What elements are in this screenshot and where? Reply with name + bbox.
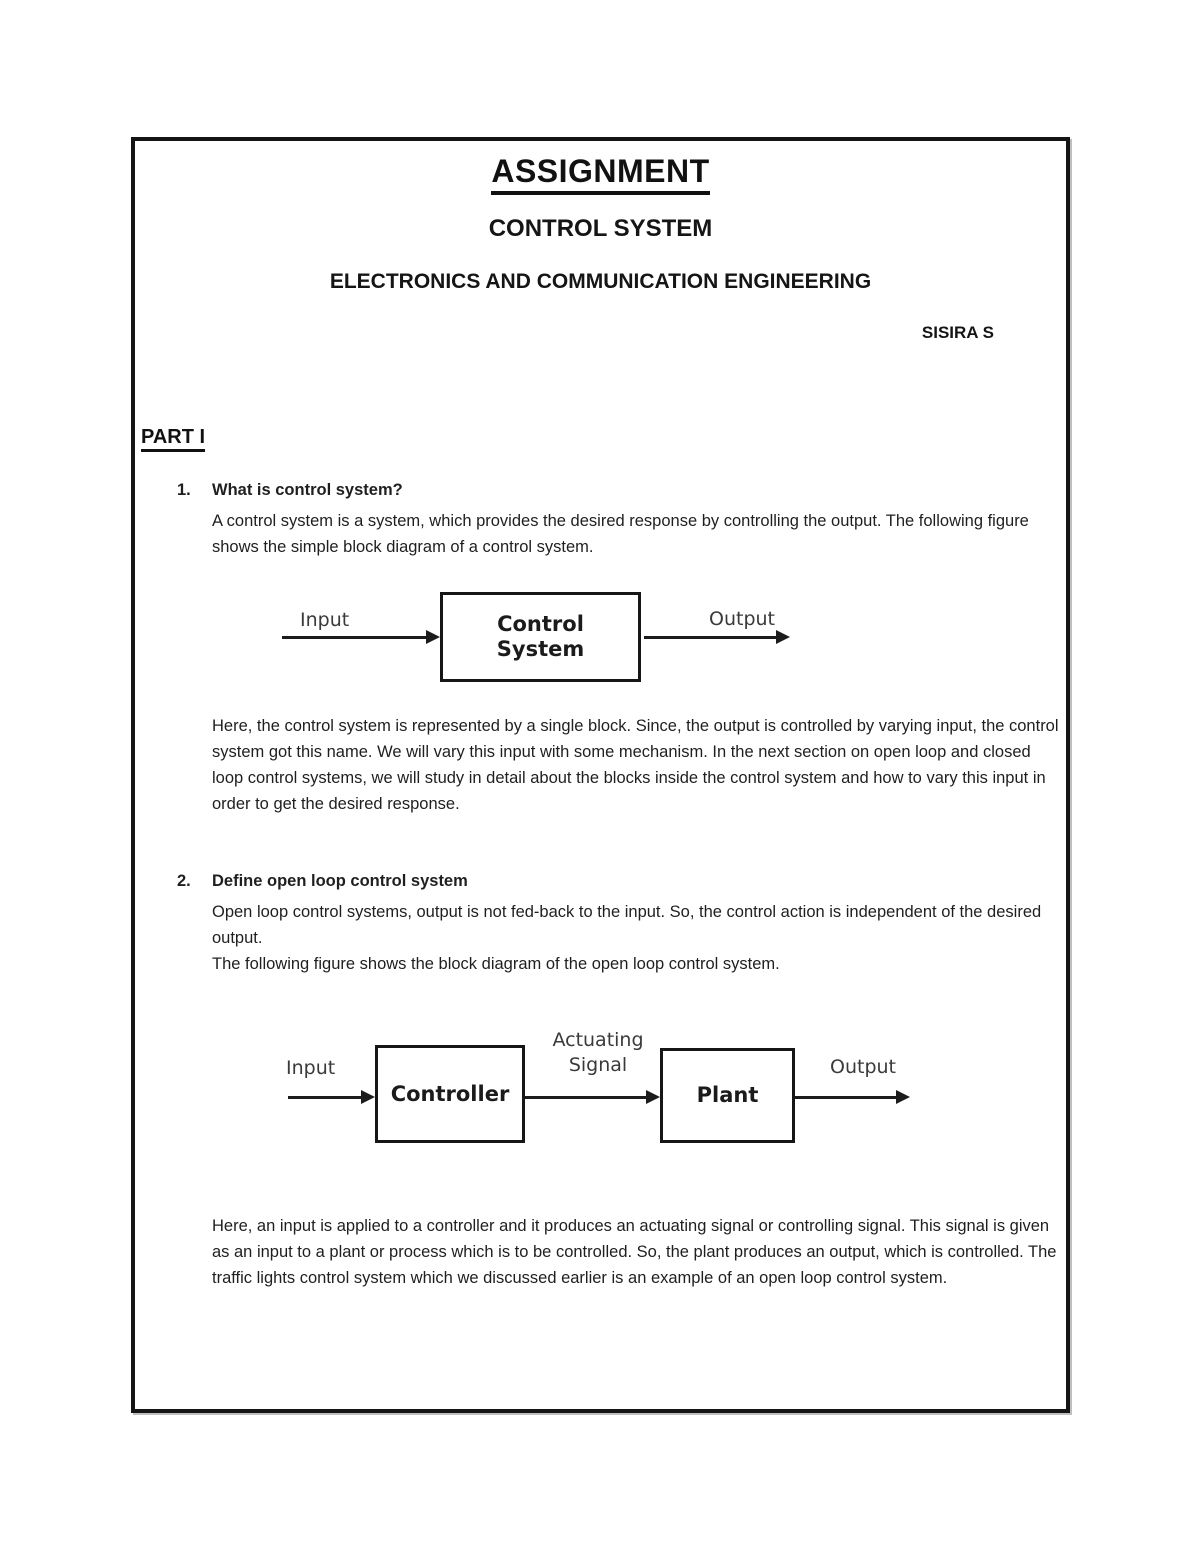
question-2-number: 2. [177,872,191,890]
actuating-signal-label: Actuating Signal [552,1029,644,1076]
question-2-intro-paragraph: Open loop control systems, output is not… [212,903,1042,947]
page-title-text: ASSIGNMENT [491,153,710,195]
diagram2-input-label: Input [286,1057,336,1079]
diagram2-output-label: Output [830,1056,896,1078]
diagram2-input-arrow [288,1090,375,1104]
plant-block: Plant [660,1048,795,1143]
diagram1-input-label: Input [300,609,350,631]
diagram1-output-arrow [644,630,790,644]
diagram2-output-arrow [795,1090,910,1104]
question-2-title: Define open loop control system [212,872,468,890]
question-2-figure-caption: The following figure shows the block dia… [212,955,780,973]
diagram1-input-arrow [282,630,440,644]
control-system-block-label: Control System [496,612,585,661]
section-heading: PART I [141,426,206,452]
course-title: CONTROL SYSTEM [488,215,713,242]
question-1-number: 1. [177,481,191,499]
diagram1-output-label: Output [709,608,775,630]
question-2-explanation-paragraph: Here, an input is applied to a controlle… [212,1217,1057,1287]
open-loop-block-diagram: Input Controller Actuating Signal Plant … [212,1025,1062,1160]
department-title: ELECTRONICS AND COMMUNICATION ENGINEERIN… [329,270,872,293]
diagram2-actuating-arrow [525,1090,660,1104]
page-title: ASSIGNMENT [135,153,1066,195]
control-system-block: Control System [440,592,641,682]
question-1-explanation-paragraph: Here, the control system is represented … [212,717,1059,813]
question-1-title: What is control system? [212,481,403,499]
author-name: SISIRA S [921,323,994,342]
question-1-intro-paragraph: A control system is a system, which prov… [212,512,1029,556]
section-heading-text: PART I [141,426,206,452]
simple-block-diagram: Input Control System Output [212,585,1062,697]
page-border-frame: ASSIGNMENT CONTROL SYSTEM ELECTRONICS AN… [131,137,1070,1413]
controller-block: Controller [375,1045,525,1143]
